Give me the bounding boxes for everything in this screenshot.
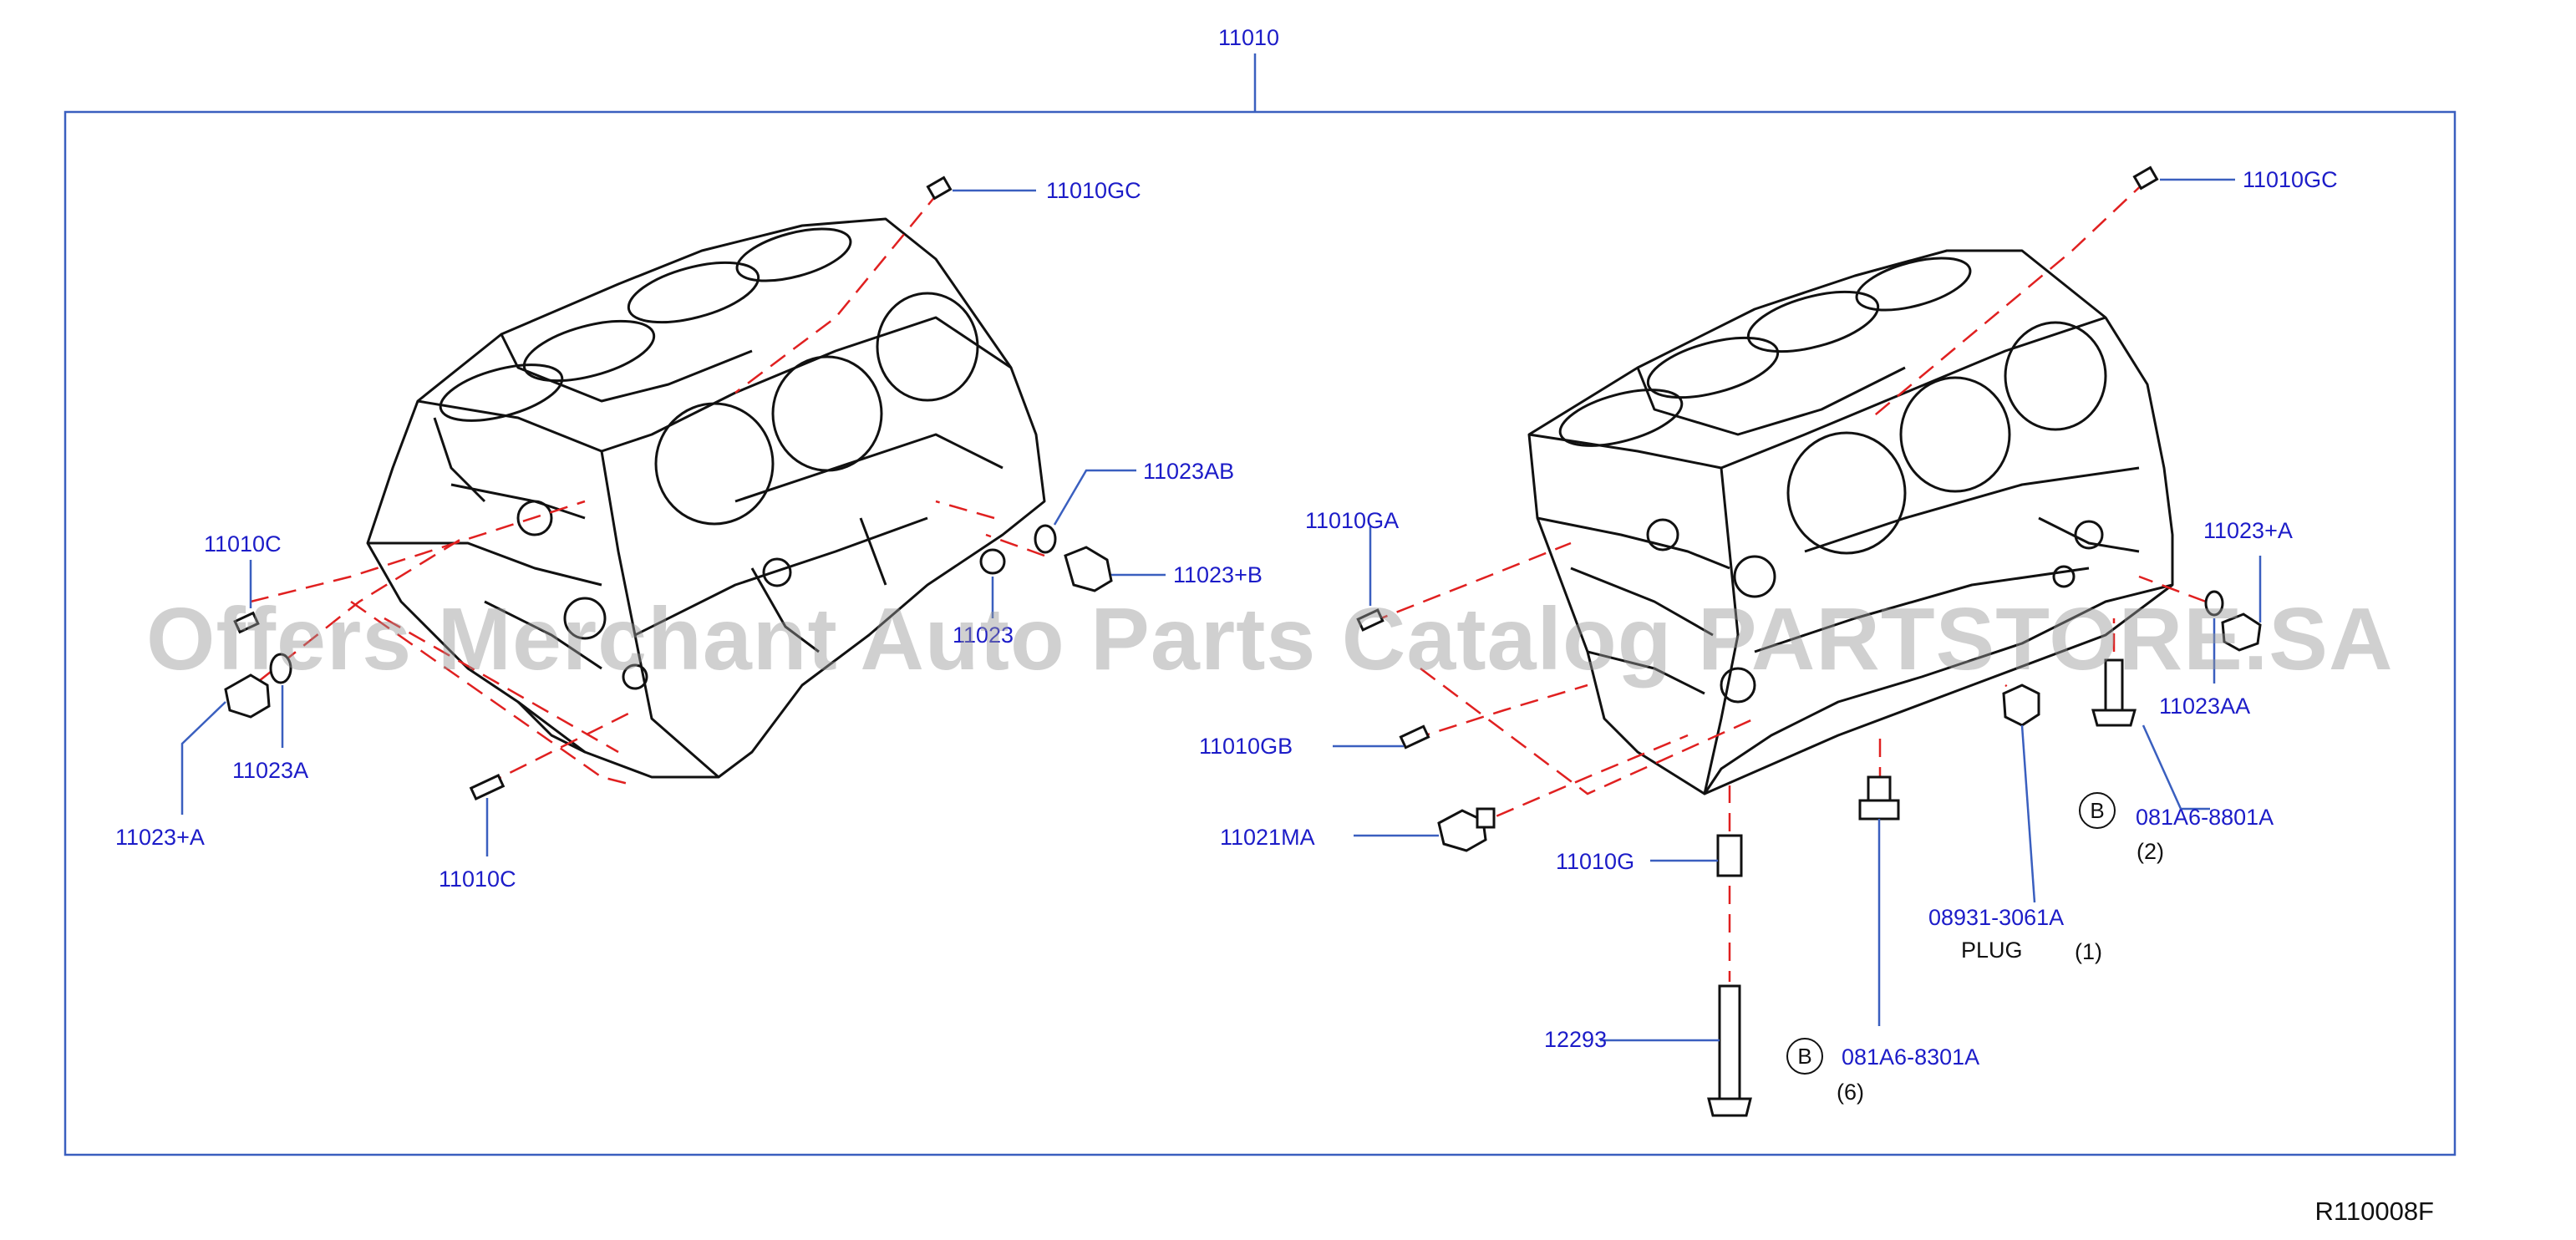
- qty-right-plug: (1): [2075, 939, 2102, 964]
- circle-b-icon: B: [1786, 1038, 1823, 1075]
- label-right-11010gb[interactable]: 11010GB: [1199, 734, 1293, 759]
- label-right-11010gc[interactable]: 11010GC: [2243, 167, 2338, 192]
- label-left-11023ab[interactable]: 11023AB: [1143, 459, 1235, 484]
- left-cylinder-block: [366, 217, 1046, 779]
- circle-b-icon: B: [2079, 792, 2116, 829]
- label-11010-assembly[interactable]: 11010: [1218, 25, 1280, 50]
- qty-right-8301a: (6): [1837, 1080, 1864, 1105]
- leader-lines: [180, 178, 2262, 1042]
- label-left-11023b-plus[interactable]: 11023+B: [1173, 562, 1263, 587]
- label-left-11010c-upper[interactable]: 11010C: [204, 531, 282, 556]
- label-right-12293[interactable]: 12293: [1544, 1027, 1608, 1052]
- label-right-11021ma[interactable]: 11021MA: [1220, 825, 1315, 850]
- name-right-plug: PLUG: [1961, 938, 2023, 963]
- label-right-08931-3061a[interactable]: 08931-3061A: [1928, 905, 2065, 930]
- label-left-11023a[interactable]: 11023A: [232, 758, 309, 783]
- small-parts: [224, 165, 2262, 1117]
- left-block-bores: [439, 227, 979, 690]
- label-left-11010c-lower[interactable]: 11010C: [439, 866, 516, 892]
- label-left-11023[interactable]: 11023: [953, 623, 1014, 648]
- right-block-bores: [1558, 257, 2107, 704]
- label-left-11023a-plus[interactable]: 11023+A: [115, 825, 205, 850]
- qty-right-8801a: (2): [2137, 839, 2164, 864]
- label-right-11023a-plus[interactable]: 11023+A: [2203, 518, 2293, 543]
- assembly-frame: [64, 110, 2457, 1156]
- right-cylinder-block: [1527, 249, 2174, 795]
- label-right-081a6-8801a[interactable]: 081A6-8801A: [2136, 805, 2274, 830]
- assembly-dashed-lines: [250, 179, 2207, 982]
- label-right-081a6-8301a[interactable]: 081A6-8301A: [1842, 1044, 1980, 1070]
- label-left-11010gc[interactable]: 11010GC: [1046, 178, 1141, 203]
- label-right-11010ga[interactable]: 11010GA: [1305, 508, 1400, 533]
- reference-code: R110008F: [2314, 1197, 2434, 1226]
- label-right-11010g[interactable]: 11010G: [1556, 849, 1635, 874]
- label-right-11023aa[interactable]: 11023AA: [2159, 694, 2251, 719]
